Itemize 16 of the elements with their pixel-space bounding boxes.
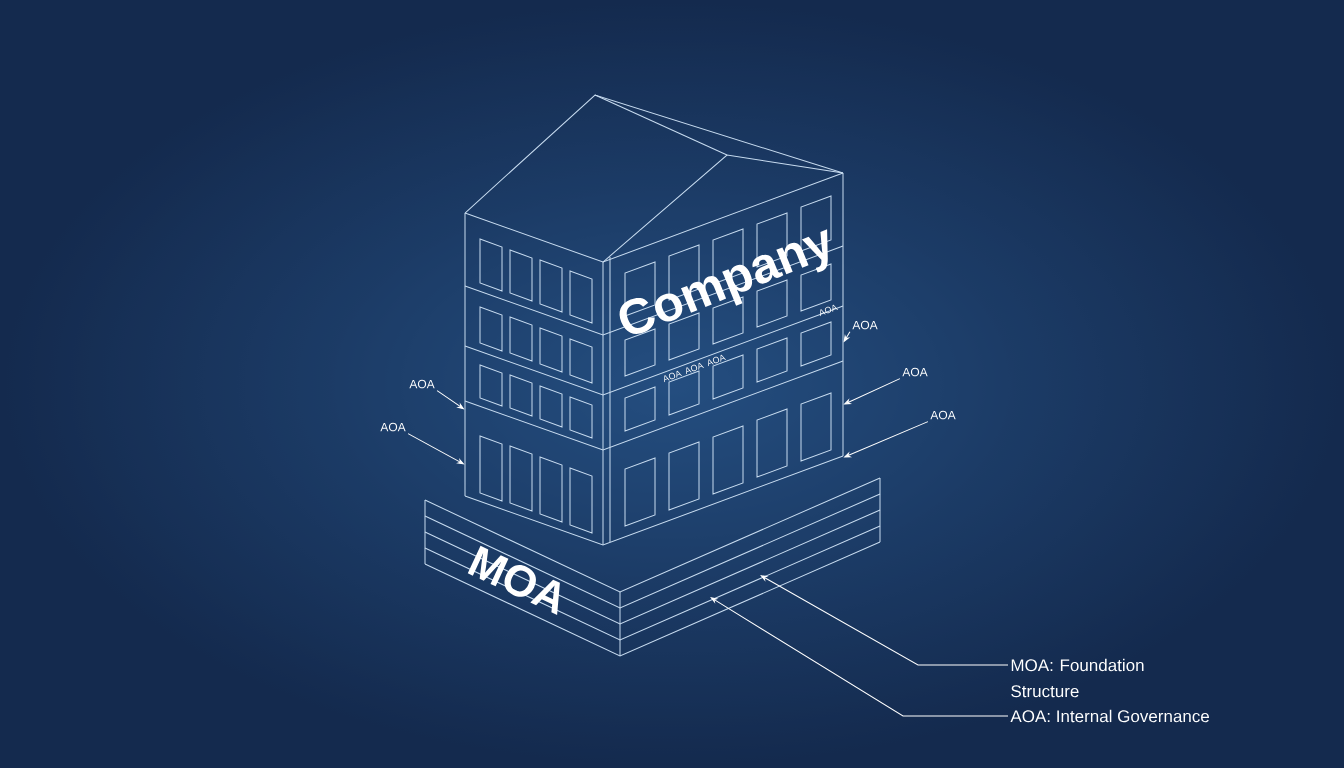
leader-arrow bbox=[844, 378, 901, 405]
leader-arrow bbox=[843, 331, 851, 342]
callout-label: AOA bbox=[852, 320, 878, 330]
callout-label: AOA: Internal Governance bbox=[1010, 709, 1209, 723]
leader-arrow bbox=[844, 421, 929, 458]
callout-label: AOA bbox=[409, 379, 435, 389]
callout-label: AOA bbox=[902, 367, 928, 377]
foundation-slab: MOA bbox=[424, 477, 881, 657]
leader-arrow bbox=[436, 390, 464, 410]
callout-label: AOA bbox=[380, 422, 406, 432]
callout-label: AOA bbox=[930, 410, 956, 420]
floor-label: AOA bbox=[708, 354, 726, 367]
leader-arrow bbox=[407, 433, 464, 465]
callout-label: MOA: Foundation Structure bbox=[1011, 658, 1144, 698]
floor-label: AOA bbox=[664, 370, 682, 383]
floor-label: AOA bbox=[686, 362, 704, 375]
